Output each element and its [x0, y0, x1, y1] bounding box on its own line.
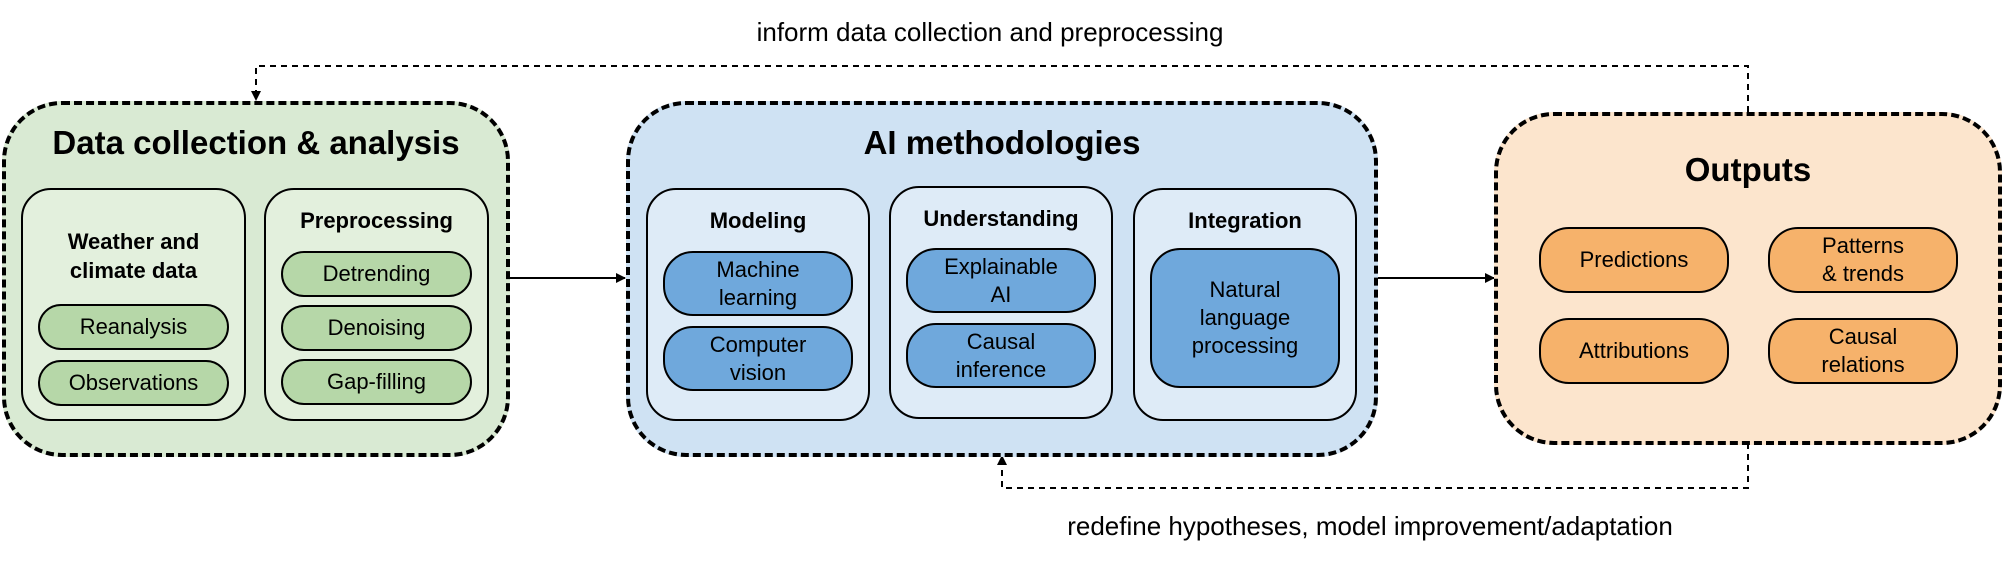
feedback-label-bottom: redefine hypotheses, model improvement/a… — [1067, 510, 1673, 541]
understanding-title: Understanding — [923, 205, 1079, 231]
weather-climate-title: Weather and climate data — [67, 229, 200, 283]
pill-reanalysis: Reanalysis — [38, 304, 229, 350]
integration-title: Integration — [1188, 207, 1302, 233]
pill-causal-inference: Causal inference — [906, 323, 1096, 388]
ai-methodologies-title: AI methodologies — [863, 124, 1141, 161]
pill-observations: Observations — [38, 360, 229, 406]
pill-patterns-trends: Patterns & trends — [1768, 227, 1958, 293]
pill-explainable-ai: Explainable AI — [906, 248, 1096, 313]
pill-computer-vision: Computer vision — [663, 326, 853, 391]
pill-gap-filling: Gap-filling — [281, 359, 472, 405]
pill-detrending: Detrending — [281, 251, 472, 297]
pill-machine-learning: Machine learning — [663, 251, 853, 316]
pill-causal-relations: Causal relations — [1768, 318, 1958, 384]
feedback-label-top: inform data collection and preprocessing — [756, 16, 1224, 47]
outputs-title: Outputs — [1684, 151, 1812, 188]
pill-predictions: Predictions — [1539, 227, 1729, 293]
feedback-loop-bottom — [997, 443, 1749, 489]
preprocessing-title: Preprocessing — [300, 207, 453, 233]
pill-natural-language-processing: Natural language processing — [1150, 248, 1340, 388]
pill-denoising: Denoising — [281, 305, 472, 351]
data-collection-title: Data collection & analysis — [52, 124, 460, 161]
pill-attributions: Attributions — [1539, 318, 1729, 384]
modeling-title: Modeling — [709, 207, 807, 233]
feedback-loop-top — [251, 65, 1749, 112]
